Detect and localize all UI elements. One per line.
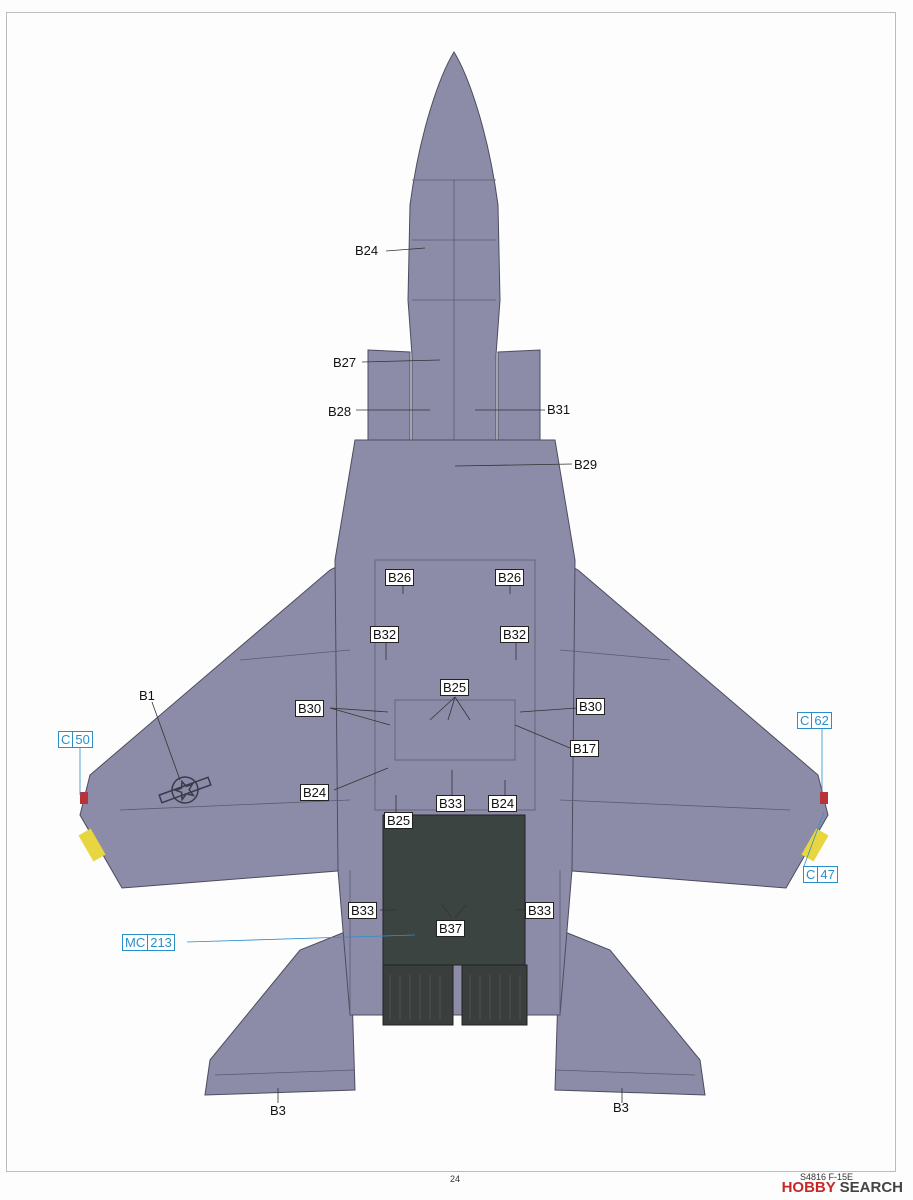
callout-b28: B28 bbox=[328, 404, 352, 419]
callout-b26-right: B26 bbox=[495, 569, 525, 586]
right-wingtip-light bbox=[820, 792, 828, 804]
callout-b24-left: B24 bbox=[300, 784, 330, 801]
engine-bay-dark bbox=[382, 814, 526, 966]
callout-b24-right: B24 bbox=[488, 795, 518, 812]
color-ref-number: 50 bbox=[72, 731, 93, 748]
callout-b25-center: B25 bbox=[440, 679, 470, 696]
callout-b30-left: B30 bbox=[295, 700, 325, 717]
callout-b33-left: B33 bbox=[348, 902, 378, 919]
color-ref-number: 47 bbox=[817, 866, 838, 883]
right-nozzle bbox=[461, 964, 528, 1026]
page-number: 24 bbox=[450, 1174, 461, 1184]
callout-b1: B1 bbox=[139, 688, 155, 703]
left-stabilator bbox=[204, 929, 356, 1096]
color-ref-number: 213 bbox=[147, 934, 175, 951]
callout-b33-right: B33 bbox=[525, 902, 555, 919]
callout-b26-left: B26 bbox=[385, 569, 415, 586]
color-ref-letter: C bbox=[797, 712, 813, 729]
callout-b37: B37 bbox=[436, 920, 466, 937]
watermark: HOBBY SEARCH bbox=[782, 1179, 903, 1196]
national-insignia bbox=[158, 776, 212, 804]
color-ref-number: 62 bbox=[811, 712, 832, 729]
callout-b3-right: B3 bbox=[613, 1100, 629, 1115]
model-code: S4816 F-15E bbox=[800, 1172, 854, 1182]
right-formation-stripe bbox=[801, 828, 829, 862]
callout-b30-right: B30 bbox=[576, 698, 606, 715]
right-wing bbox=[559, 559, 829, 889]
watermark-search: SEARCH bbox=[839, 1179, 903, 1196]
watermark-hobby: HOBBY bbox=[781, 1179, 836, 1196]
left-nozzle bbox=[382, 964, 454, 1026]
right-stabilator bbox=[554, 929, 706, 1096]
callout-b29: B29 bbox=[574, 457, 598, 472]
callout-b17: B17 bbox=[570, 740, 600, 757]
callout-b31: B31 bbox=[547, 402, 571, 417]
left-wing bbox=[79, 559, 351, 889]
left-wingtip-light bbox=[80, 792, 88, 804]
callout-b32-left: B32 bbox=[370, 626, 400, 643]
page-border bbox=[6, 12, 896, 1172]
callout-b27: B27 bbox=[333, 355, 357, 370]
callout-b33-center: B33 bbox=[436, 795, 466, 812]
callout-b32-right: B32 bbox=[500, 626, 530, 643]
callout-b24-nose: B24 bbox=[355, 243, 379, 258]
left-formation-stripe bbox=[78, 828, 106, 862]
color-ref-letter: MC bbox=[122, 934, 149, 951]
callout-b25-lower: B25 bbox=[384, 812, 414, 829]
color-ref-letter: C bbox=[803, 866, 819, 883]
callout-b3-left: B3 bbox=[270, 1103, 286, 1118]
color-ref-letter: C bbox=[58, 731, 74, 748]
